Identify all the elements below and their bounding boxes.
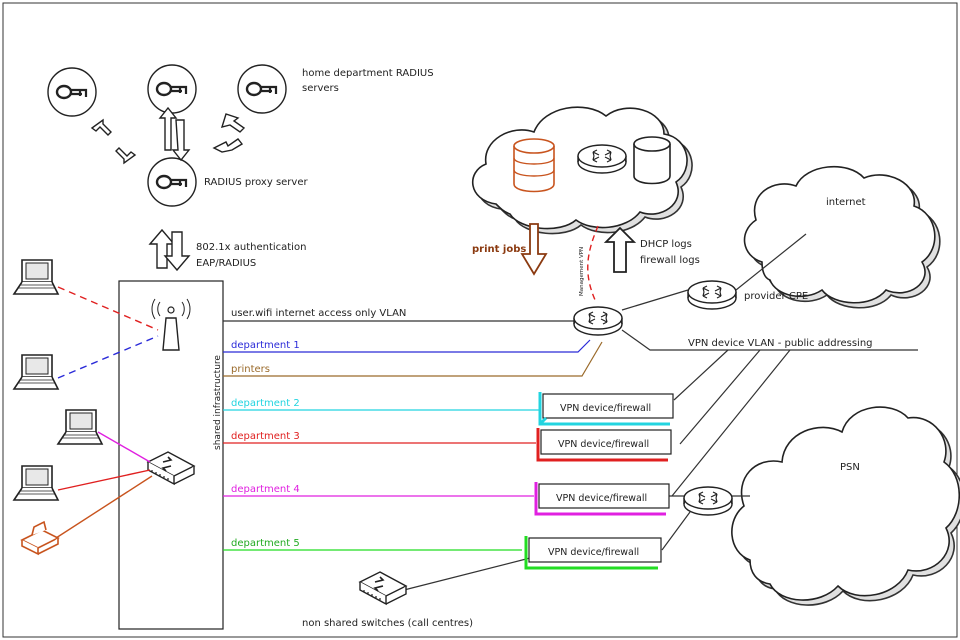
vpn-device-dept4-label: VPN device/firewall <box>556 493 647 504</box>
non-shared-switches-label: non shared switches (call centres) <box>302 618 473 629</box>
vlan-label-department-3: department 3 <box>231 431 300 442</box>
laptop-icon-4 <box>13 465 59 501</box>
router-icon-main <box>573 306 623 336</box>
key-icon-home-radius-1 <box>46 66 98 118</box>
home-radius-label-1: home department RADIUS <box>302 68 434 79</box>
internet-cloud <box>743 165 941 309</box>
laptop-icon-1 <box>13 259 59 295</box>
internet-label: internet <box>826 197 866 208</box>
print-jobs-label: print jobs <box>472 244 526 255</box>
wired-link-printer <box>55 475 153 539</box>
key-icon-home-radius-3 <box>236 63 288 115</box>
key-icon-home-radius-2 <box>146 63 198 115</box>
vpn-device-vlan-line <box>621 329 918 351</box>
laptop-icon-2 <box>13 354 59 390</box>
firewall-logs-label: firewall logs <box>640 255 700 266</box>
key-icon-radius-proxy <box>146 156 198 208</box>
link-nonshared-switch <box>403 557 531 591</box>
vlan-line-department-1 <box>223 339 591 353</box>
wireless-ap-icon <box>151 298 191 351</box>
vpn-device-dept2-label: VPN device/firewall <box>560 403 651 414</box>
link-router-cpe <box>621 289 689 311</box>
printer-icon <box>20 520 60 556</box>
vlan-label-department-4: department 4 <box>231 484 300 495</box>
router-icon-datacentre <box>577 144 627 174</box>
wifi-link-red <box>57 286 159 331</box>
bidirectional-arrow-icon-1 <box>90 118 137 165</box>
router-icon-psn <box>683 486 733 516</box>
auth-label-2: EAP/RADIUS <box>196 258 256 269</box>
wifi-link-blue <box>57 335 159 379</box>
vpn-device-vlan-label: VPN device VLAN - public addressing <box>688 338 873 349</box>
vlan-label-department-2: department 2 <box>231 398 300 409</box>
wired-link-dept3 <box>57 469 151 491</box>
psn-label: PSN <box>840 462 860 473</box>
laptop-icon-3 <box>57 409 103 445</box>
print-jobs-arrow-icon <box>520 223 548 276</box>
wired-link-dept4 <box>97 431 151 463</box>
vpn-device-dept4: VPN device/firewall <box>534 482 670 516</box>
switch-icon-non-shared <box>359 571 407 605</box>
vlan-label-department-1: department 1 <box>231 340 300 351</box>
link-cpe-internet <box>735 233 807 291</box>
management-vpn-label: Management VPN <box>579 247 585 296</box>
vpn-device-dept5-label: VPN device/firewall <box>548 547 639 558</box>
psn-cloud <box>731 406 960 606</box>
auth-label-1: 802.1x authentication <box>196 242 306 253</box>
vpn-to-vlan-links <box>671 349 791 497</box>
vlan-line-printers <box>223 341 603 377</box>
vpn-device-dept3: VPN device/firewall <box>536 428 672 462</box>
bidirectional-arrow-icon-2 <box>158 106 191 162</box>
home-radius-label-2: servers <box>302 83 339 94</box>
vpn-device-dept3-label: VPN device/firewall <box>558 439 649 450</box>
bidirectional-arrow-icon-3 <box>212 113 246 153</box>
database-icon-print-server <box>513 138 555 193</box>
radius-proxy-label: RADIUS proxy server <box>204 177 308 188</box>
shared-infrastructure-label: shared infrastructure <box>213 355 223 450</box>
database-icon-logs <box>633 136 671 185</box>
vpn-device-dept2: VPN device/firewall <box>538 392 674 426</box>
vlan-label-printers: printers <box>231 364 270 375</box>
provider-cpe-label: provider CPE <box>744 291 808 302</box>
router-icon-provider-cpe <box>687 280 737 310</box>
vpn-device-dept5: VPN device/firewall <box>524 536 662 570</box>
management-vpn-link <box>587 225 599 303</box>
dhcp-logs-label: DHCP logs <box>640 239 692 250</box>
logs-arrow-icon <box>603 226 637 273</box>
vlan-label-user-wifi: user.wifi internet access only VLAN <box>231 308 406 319</box>
vlan-label-department-5: department 5 <box>231 538 300 549</box>
auth-arrows-icon <box>148 228 191 272</box>
